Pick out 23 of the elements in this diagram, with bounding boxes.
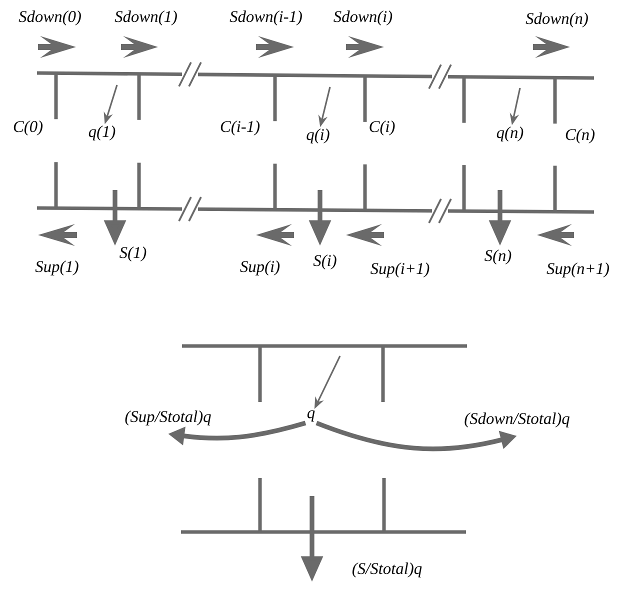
- flow-label: q: [307, 410, 315, 422]
- flow-label: Sdown(i): [334, 10, 392, 26]
- flow-label: Sdown(1): [114, 10, 177, 26]
- flow-label: Sup(n+1): [546, 262, 609, 278]
- flow-label: C(i): [370, 120, 395, 136]
- flow-label: q(n): [496, 126, 524, 142]
- flow-label: Sdown(n): [526, 12, 588, 28]
- flow-label: q(i): [306, 128, 330, 144]
- flow-label: Sdown(0): [18, 10, 81, 26]
- flow-label: Sup(i): [240, 260, 280, 276]
- flow-label: (Sup/Stotal)q: [125, 410, 211, 426]
- flow-label: Sup(1): [35, 260, 78, 276]
- flow-label: C(i-1): [220, 120, 260, 136]
- flow-label: S(1): [120, 246, 146, 262]
- flow-label: S(i): [313, 254, 336, 270]
- flow-label: C(0): [14, 120, 43, 136]
- flow-label: (S/Stotal)q: [352, 562, 422, 578]
- flow-label: Sdown(i-1): [230, 10, 302, 26]
- flow-label: S(n): [484, 250, 512, 264]
- flow-label: C(n): [566, 128, 595, 144]
- flow-label: q(1): [88, 126, 116, 140]
- flow-label: Sup(i+1): [370, 262, 430, 278]
- flow-label: (Sdown/Stotal)q: [464, 412, 570, 428]
